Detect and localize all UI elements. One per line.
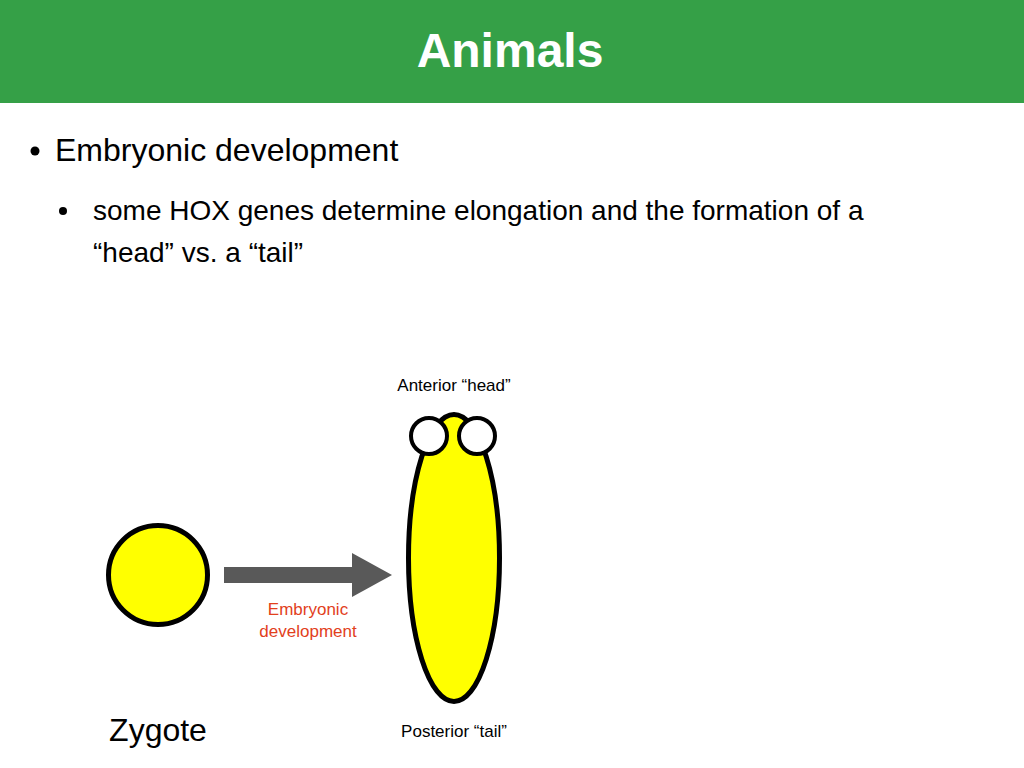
process-arrow	[224, 553, 392, 597]
node-shape	[406, 412, 502, 704]
arrow-head	[352, 553, 392, 597]
zygote-label: Zygote	[109, 711, 207, 749]
bullet-dot	[59, 207, 67, 215]
arrow-shaft	[224, 567, 353, 583]
embryo-body: Anterior “head”Posterior “tail”	[406, 412, 502, 704]
arrow-label: Embryonic development	[238, 599, 378, 643]
node-shape	[106, 523, 210, 627]
bullet-text: Embryonic development	[55, 130, 398, 170]
posterior-label: Posterior “tail”	[401, 722, 507, 742]
anterior-label: Anterior “head”	[397, 376, 510, 396]
eye-circle	[459, 418, 495, 454]
embryo-outline	[409, 415, 500, 702]
zygote-outline	[109, 526, 208, 625]
bullet-dot	[31, 147, 40, 156]
sub-bullet-text: some HOX genes determine elongation and …	[93, 190, 868, 274]
eye-circle	[411, 418, 447, 454]
slide-title: Animals	[0, 22, 1020, 80]
zygote-circle: Zygote	[106, 523, 210, 627]
